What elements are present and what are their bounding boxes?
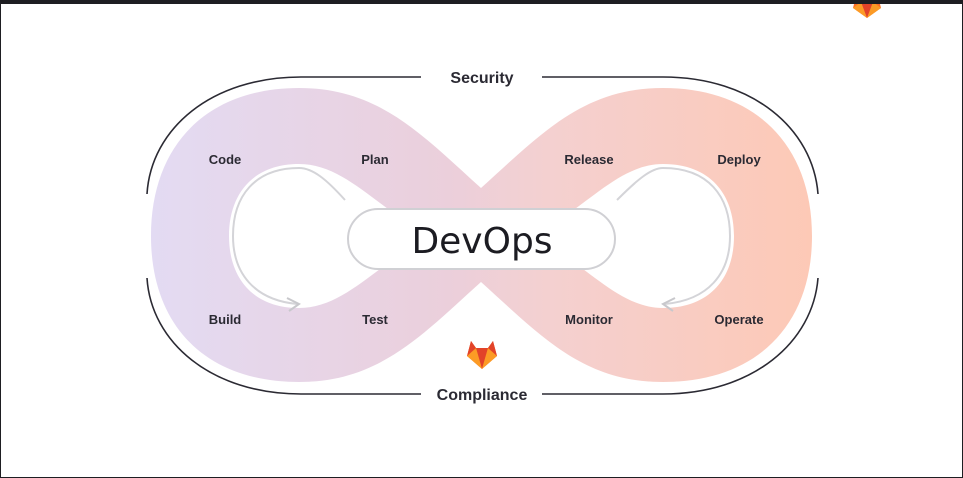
security-frame-left	[146, 76, 421, 195]
gitlab-logo-partial-icon	[853, 4, 881, 18]
compliance-frame-left	[146, 277, 421, 395]
devops-infinity-diagram: Security Compliance DevOps Code Plan Rel…	[146, 4, 881, 404]
stage-test: Test	[362, 312, 388, 327]
compliance-label: Compliance	[437, 387, 528, 404]
devops-center-pill	[347, 208, 616, 270]
stage-operate: Operate	[714, 312, 763, 327]
gitlab-logo-icon	[467, 341, 497, 369]
left-inner-guide	[231, 166, 346, 305]
devops-center-label: DevOps	[411, 221, 552, 262]
stage-plan: Plan	[361, 152, 389, 167]
compliance-frame-right	[542, 277, 819, 395]
slide: Security Compliance DevOps Code Plan Rel…	[1, 4, 962, 477]
stage-monitor: Monitor	[565, 312, 613, 327]
security-label: Security	[450, 70, 513, 87]
security-frame-right	[542, 76, 819, 195]
loop-arrow-icon	[661, 297, 676, 312]
stage-build: Build	[209, 312, 242, 327]
stage-deploy: Deploy	[717, 152, 761, 167]
stage-code: Code	[209, 152, 242, 167]
right-inner-guide	[616, 166, 732, 305]
stage-release: Release	[564, 152, 613, 167]
loop-arrow-icon	[286, 297, 301, 312]
